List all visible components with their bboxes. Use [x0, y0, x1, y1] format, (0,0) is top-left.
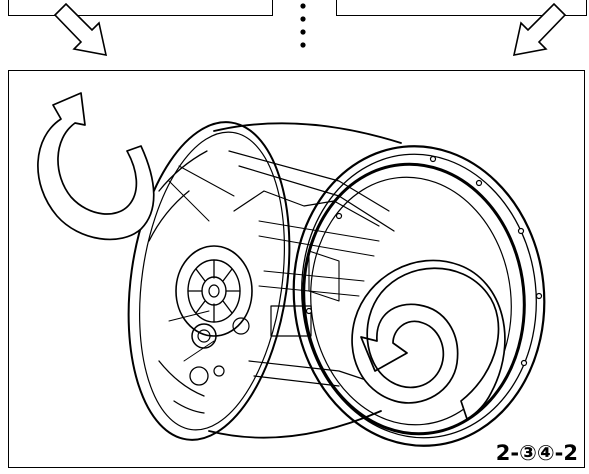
dotted-separator: [300, 3, 306, 48]
illustration-frame: 2-③④-2: [8, 70, 585, 468]
top-left-panel: [8, 0, 273, 16]
rotate-ccw-arrow-icon: [37, 92, 155, 241]
arrow-down-right-icon: [53, 3, 108, 57]
step-label: 2-③④-2: [495, 441, 578, 465]
rotate-cw-arrow-icon: [351, 259, 506, 420]
top-right-panel: [336, 0, 587, 16]
arrow-down-left-icon: [512, 3, 567, 57]
motor-assembly-drawing: [37, 92, 546, 447]
